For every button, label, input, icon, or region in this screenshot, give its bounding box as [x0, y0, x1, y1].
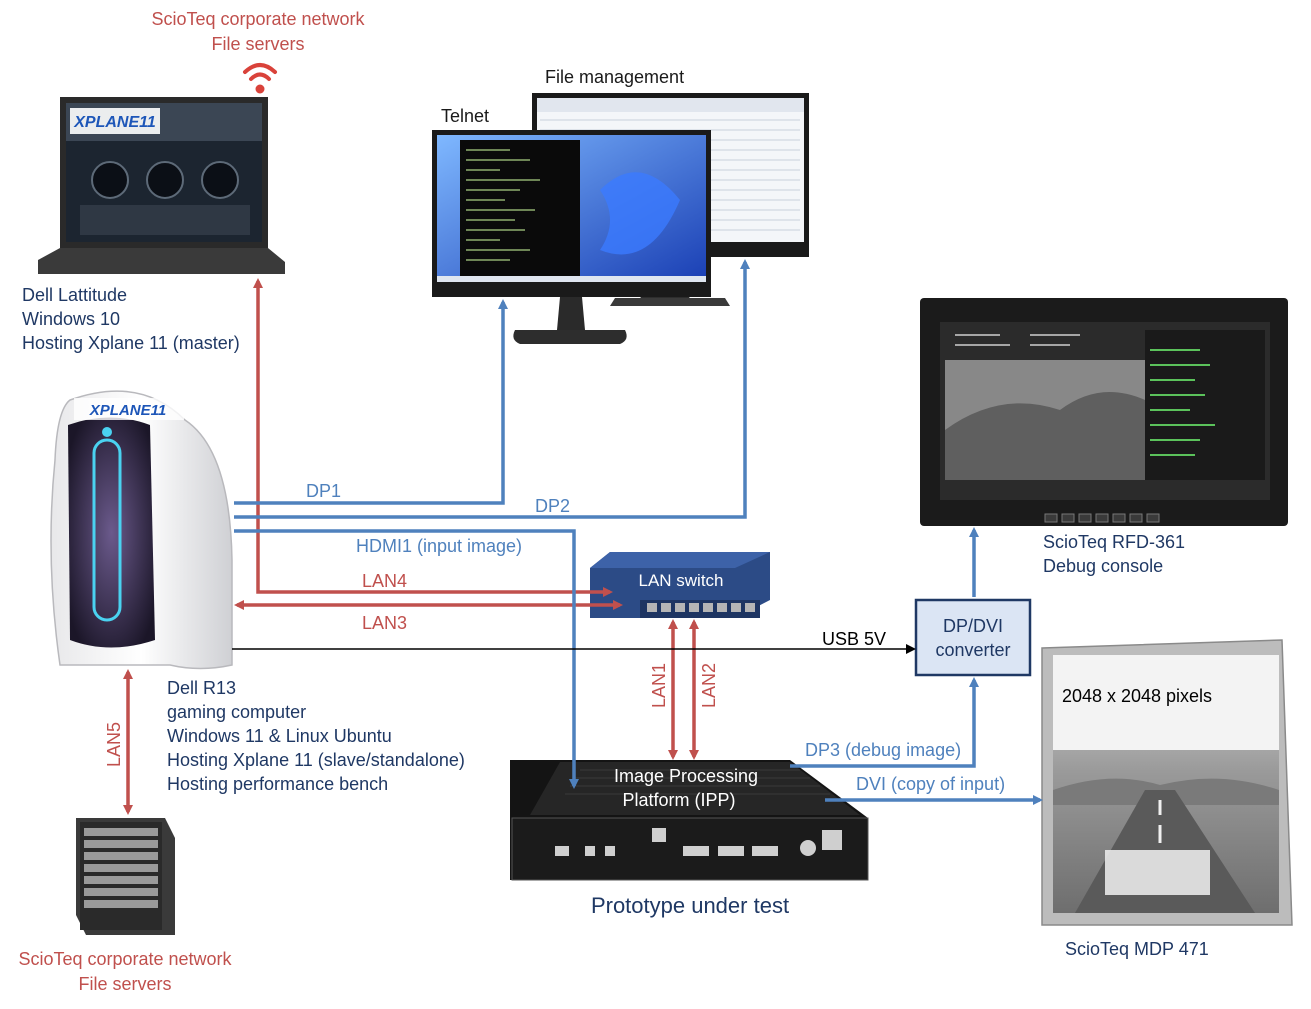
mdp-471-display: 2048 x 2048 pixels ScioTeq MDP 471: [1041, 639, 1293, 959]
dell-r13-tower: XPLANE11 Dell R13 gaming computer Window…: [50, 390, 465, 794]
telnet-monitor: Telnet: [432, 106, 711, 344]
server-rack: ScioTeq corporate network File servers: [18, 818, 233, 994]
dp3-label: DP3 (debug image): [805, 740, 961, 760]
laptop-xplane-logo: XPLANE11: [73, 114, 156, 131]
laptop-line3: Hosting Xplane 11 (master): [22, 333, 240, 353]
converter-line2: converter: [935, 640, 1010, 660]
lan3-label: LAN3: [362, 613, 407, 633]
top-network: ScioTeq corporate network File servers: [151, 9, 366, 94]
dp1-link: [234, 299, 508, 505]
tower-line2: gaming computer: [167, 702, 306, 722]
tower-xplane-logo: XPLANE11: [89, 402, 166, 419]
dp3-link: [790, 677, 979, 768]
converter-line1: DP/DVI: [943, 616, 1003, 636]
laptop-line2: Windows 10: [22, 309, 120, 329]
laptop: XPLANE11 Dell Lattitude Windows 10 Hosti…: [22, 97, 285, 353]
top-network-line2: File servers: [211, 34, 304, 54]
top-network-line1: ScioTeq corporate network: [151, 9, 365, 29]
laptop-line1: Dell Lattitude: [22, 285, 127, 305]
ipp-device: Image Processing Platform (IPP) Prototyp…: [510, 760, 869, 918]
bottom-network-line1: ScioTeq corporate network: [18, 949, 232, 969]
dvi-label: DVI (copy of input): [856, 774, 1005, 794]
lan-switch-label: LAN switch: [638, 571, 723, 590]
dp-dvi-converter: DP/DVI converter: [914, 598, 1032, 677]
usb-label: USB 5V: [822, 629, 886, 649]
rfd-line1: ScioTeq RFD-361: [1043, 532, 1185, 552]
wifi-icon: [243, 63, 277, 94]
dp2-label: DP2: [535, 496, 570, 516]
dp1-label: DP1: [306, 481, 341, 501]
lan5-label: LAN5: [104, 722, 124, 767]
rfd-line2: Debug console: [1043, 556, 1163, 576]
lan2-label: LAN2: [699, 663, 719, 708]
dp2-link: [234, 259, 750, 519]
lan4-link: [253, 278, 613, 597]
laptop-base: [38, 248, 285, 274]
mdp-caption: ScioTeq MDP 471: [1065, 939, 1209, 959]
lan-switch: LAN switch: [590, 552, 770, 618]
hdmi1-link: [234, 529, 579, 789]
hdmi1-label: HDMI1 (input image): [356, 536, 522, 556]
tower-line3: Windows 11 & Linux Ubuntu: [167, 726, 392, 746]
tower-line4: Hosting Xplane 11 (slave/standalone): [167, 750, 465, 770]
ipp-line2: Platform (IPP): [622, 790, 735, 810]
mdp-resolution-label: 2048 x 2048 pixels: [1062, 686, 1212, 706]
ipp-caption: Prototype under test: [591, 893, 789, 918]
bottom-network-line2: File servers: [78, 974, 171, 994]
lan4-label: LAN4: [362, 571, 407, 591]
tower-line1: Dell R13: [167, 678, 236, 698]
file-management-label: File management: [545, 67, 684, 87]
lan1-label: LAN1: [649, 663, 669, 708]
telnet-label: Telnet: [441, 106, 489, 126]
rfd-361-display: ScioTeq RFD-361 Debug console: [920, 298, 1288, 576]
tower-line5: Hosting performance bench: [167, 774, 388, 794]
ipp-line1: Image Processing: [614, 766, 758, 786]
